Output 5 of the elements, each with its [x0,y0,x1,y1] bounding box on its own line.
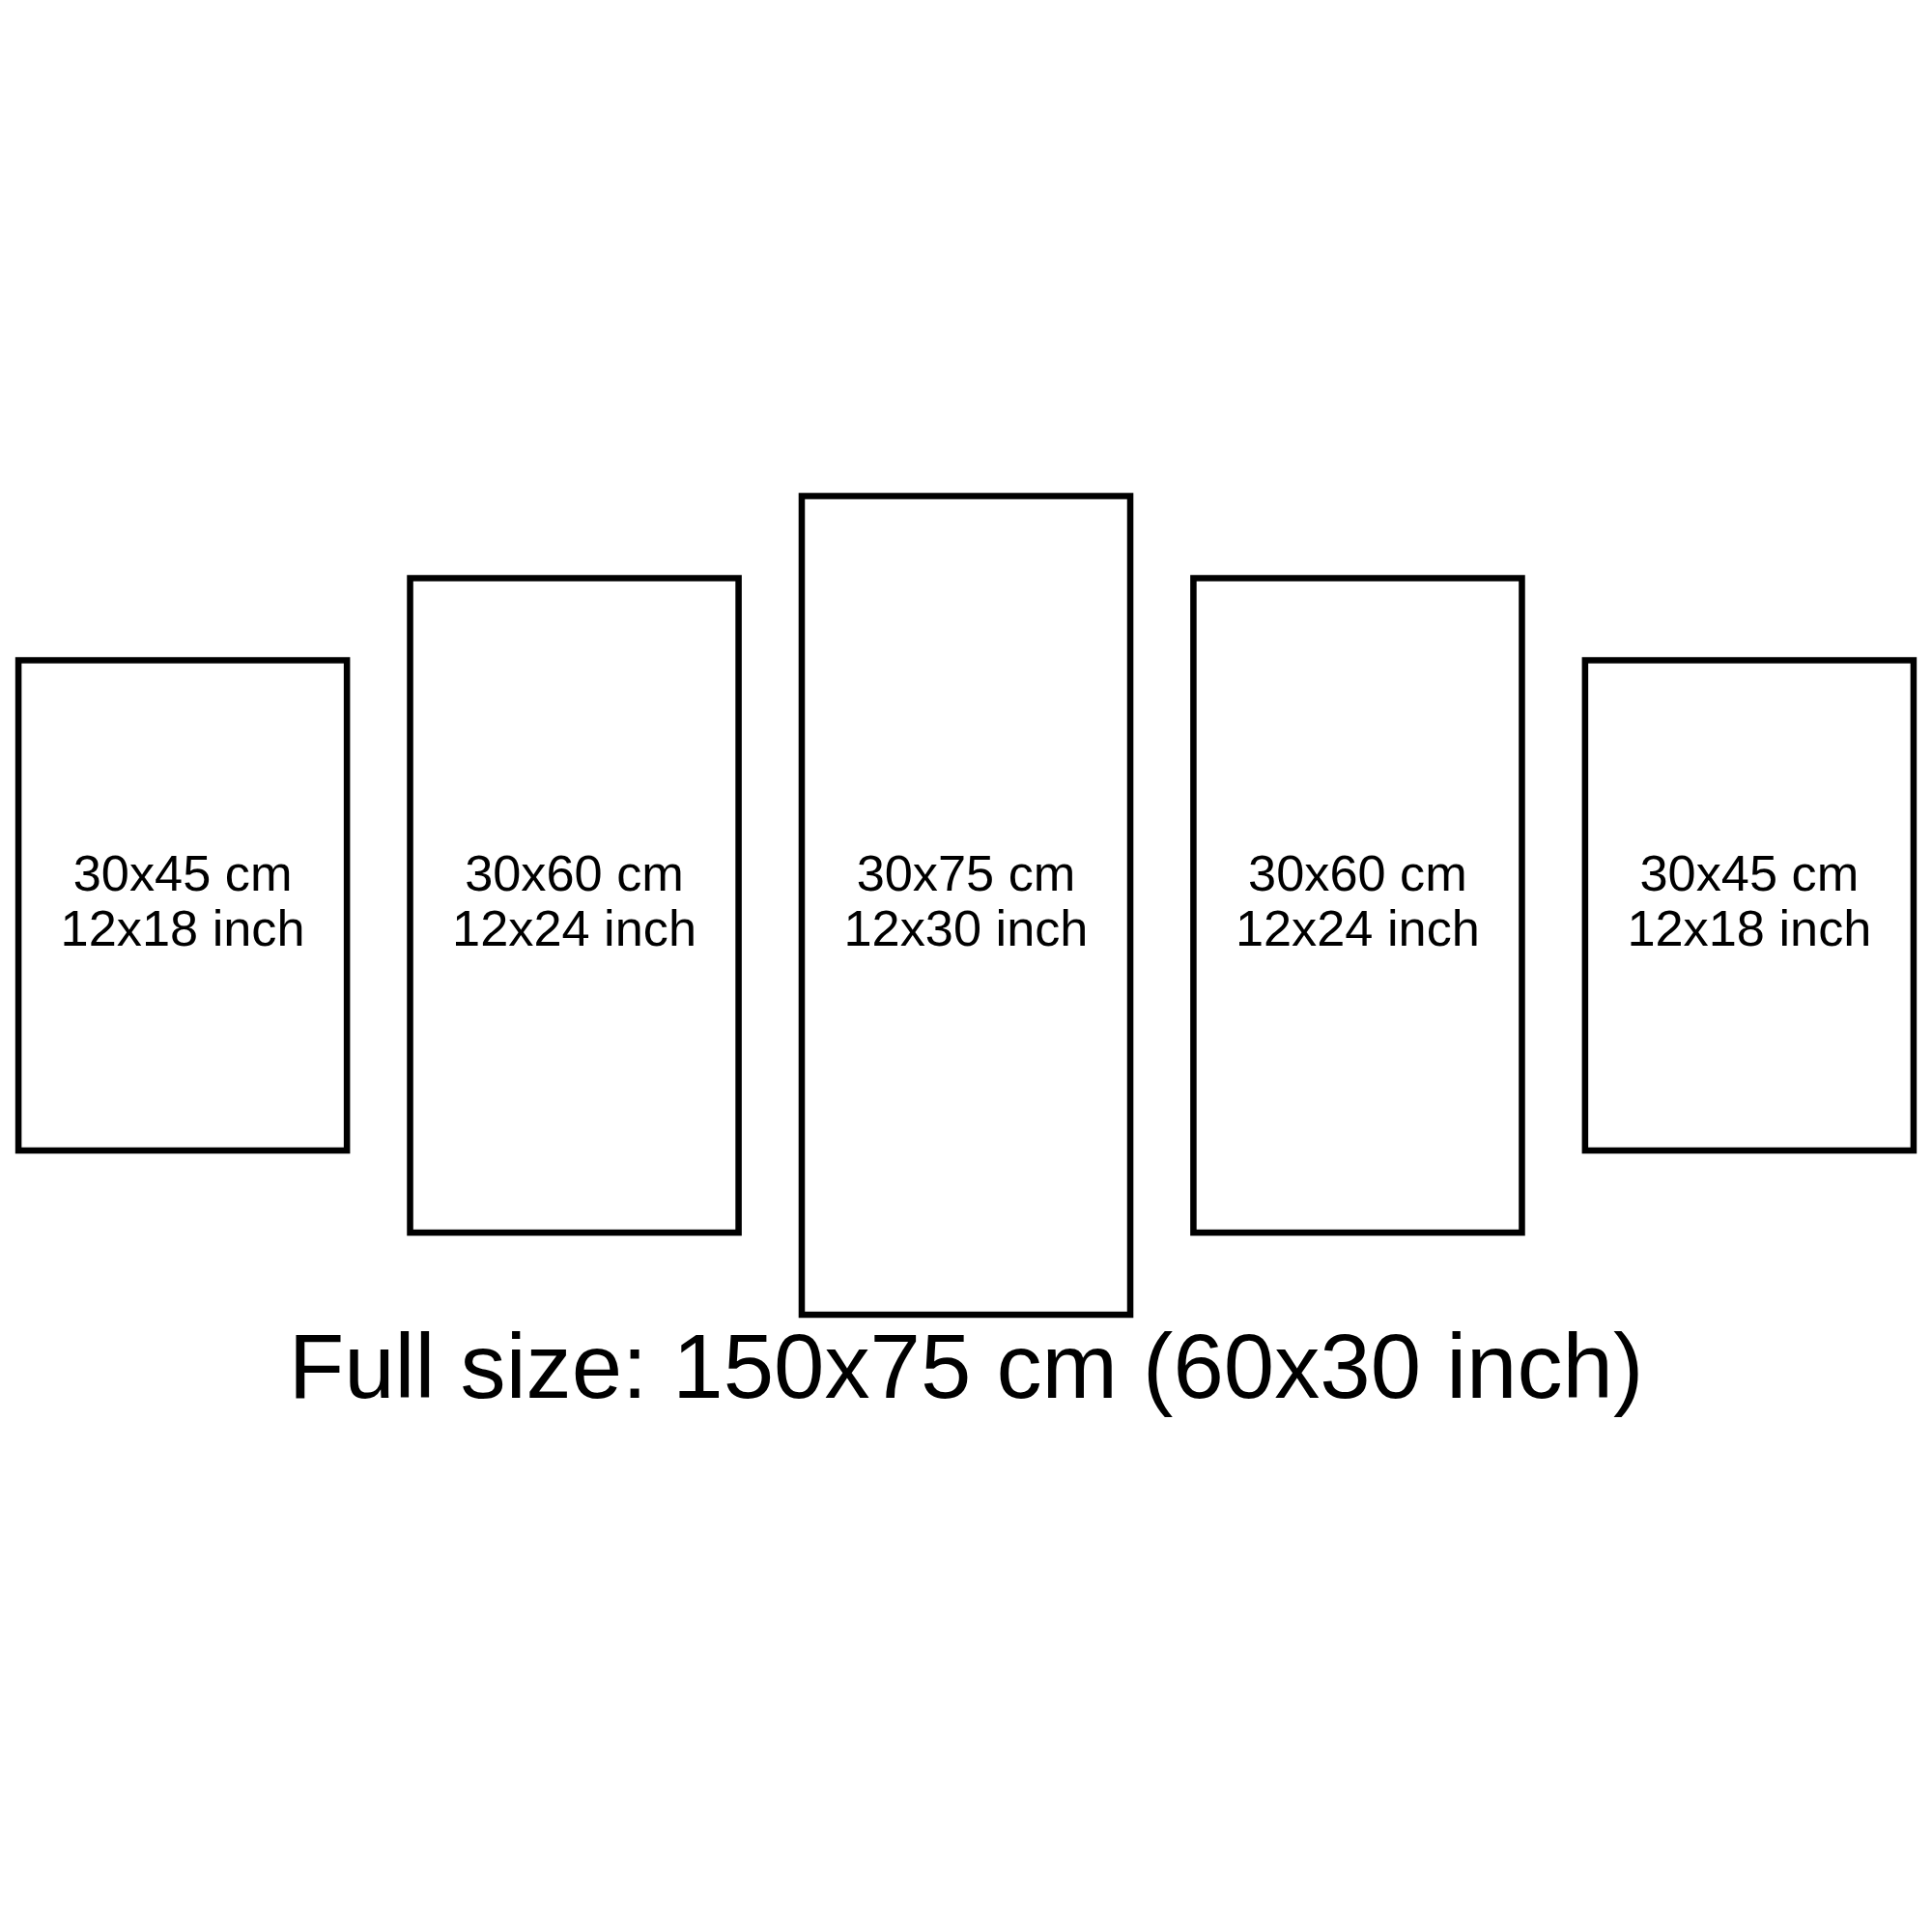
node-box: 30x45 cm 12x18 inch [14,657,351,1154]
node-box: 30x60 cm 12x24 inch [407,575,742,1236]
node-box: 30x75 cm 12x30 inch [798,493,1134,1319]
node-box: 30x45 cm 12x18 inch [1581,657,1918,1154]
node-box: 30x60 cm 12x24 inch [1190,575,1525,1236]
